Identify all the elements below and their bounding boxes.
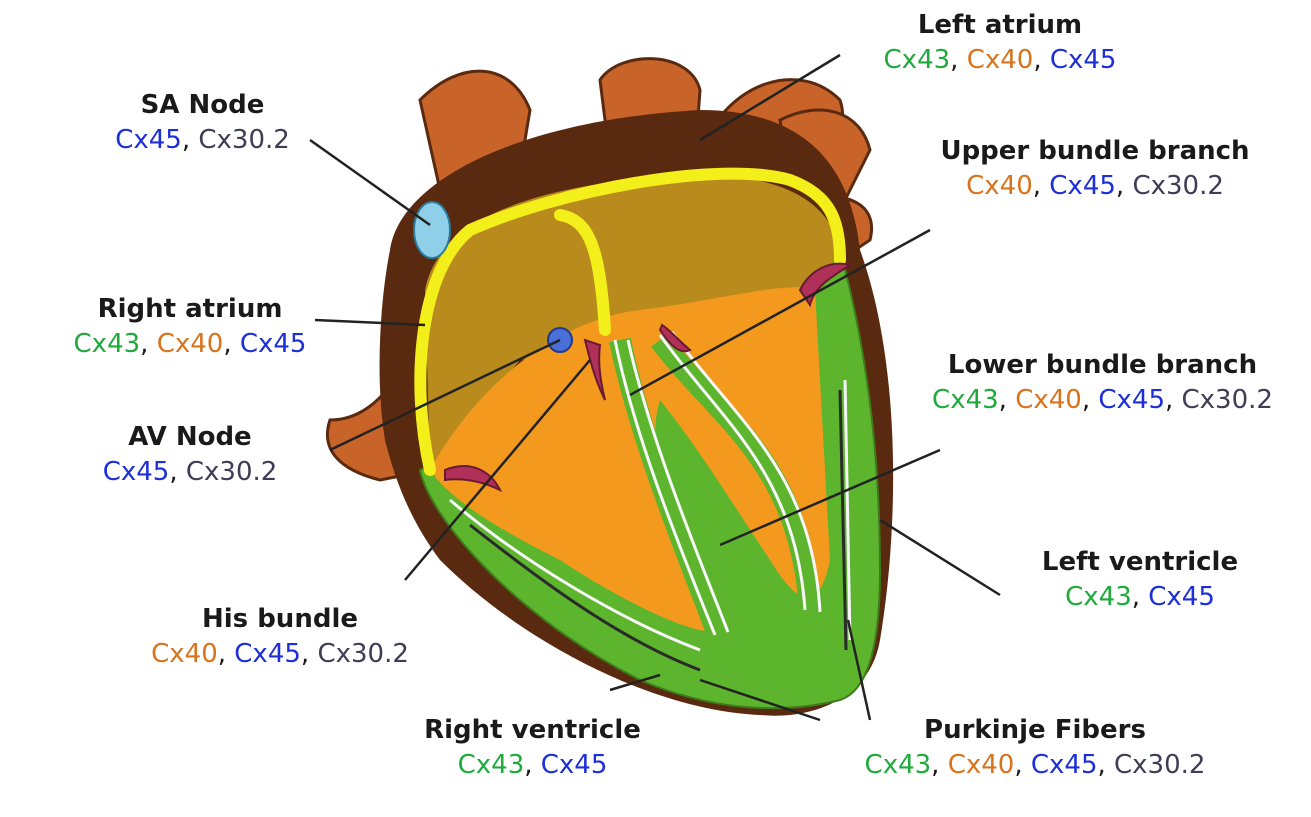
- separator: ,: [169, 457, 186, 487]
- connexin-cx40: Cx40: [967, 45, 1034, 75]
- connexin-cx45: Cx45: [1098, 385, 1165, 415]
- label-his-bundle: His bundle Cx40, Cx45, Cx30.2: [110, 602, 450, 672]
- connexin-cx43: Cx43: [74, 329, 141, 359]
- label-name: Left ventricle: [1000, 545, 1280, 579]
- label-upper-bundle-branch: Upper bundle branch Cx40, Cx45, Cx30.2: [900, 134, 1290, 204]
- connexin-cx45: Cx45: [1049, 171, 1116, 201]
- connexin-cx45: Cx45: [240, 329, 307, 359]
- separator: ,: [999, 385, 1016, 415]
- label-right-ventricle: Right ventricle Cx43, Cx45: [400, 713, 665, 783]
- separator: ,: [140, 329, 157, 359]
- connexin-cx45: Cx45: [234, 639, 301, 669]
- connexin-list: Cx45, Cx30.2: [70, 454, 310, 490]
- separator: ,: [950, 45, 967, 75]
- connexin-cx40: Cx40: [948, 750, 1015, 780]
- separator: ,: [223, 329, 240, 359]
- separator: ,: [1014, 750, 1031, 780]
- label-left-ventricle: Left ventricle Cx43, Cx45: [1000, 545, 1280, 615]
- separator: ,: [218, 639, 235, 669]
- connexin-cx30-2: Cx30.2: [186, 457, 277, 487]
- separator: ,: [182, 125, 199, 155]
- connexin-cx30-2: Cx30.2: [1114, 750, 1205, 780]
- connexin-cx40: Cx40: [966, 171, 1033, 201]
- connexin-cx45: Cx45: [1148, 582, 1215, 612]
- connexin-list: Cx43, Cx40, Cx45: [40, 326, 340, 362]
- connexin-cx40: Cx40: [157, 329, 224, 359]
- connexin-cx40: Cx40: [1015, 385, 1082, 415]
- separator: ,: [1097, 750, 1114, 780]
- label-name: Right atrium: [40, 292, 340, 326]
- connexin-cx43: Cx43: [458, 750, 525, 780]
- connexin-cx45: Cx45: [541, 750, 608, 780]
- connexin-cx43: Cx43: [1065, 582, 1132, 612]
- label-name: Purkinje Fibers: [830, 713, 1240, 747]
- label-name: AV Node: [70, 420, 310, 454]
- separator: ,: [931, 750, 948, 780]
- connexin-list: Cx45, Cx30.2: [80, 122, 325, 158]
- label-name: His bundle: [110, 602, 450, 636]
- connexin-cx43: Cx43: [884, 45, 951, 75]
- connexin-cx43: Cx43: [932, 385, 999, 415]
- separator: ,: [1132, 582, 1149, 612]
- label-av-node: AV Node Cx45, Cx30.2: [70, 420, 310, 490]
- connexin-cx45: Cx45: [1050, 45, 1117, 75]
- connexin-cx30-2: Cx30.2: [198, 125, 289, 155]
- connexin-list: Cx40, Cx45, Cx30.2: [110, 636, 450, 672]
- separator: ,: [301, 639, 318, 669]
- label-left-atrium: Left atrium Cx43, Cx40, Cx45: [840, 8, 1160, 78]
- connexin-cx45: Cx45: [1031, 750, 1098, 780]
- label-right-atrium: Right atrium Cx43, Cx40, Cx45: [40, 292, 340, 362]
- separator: ,: [1033, 45, 1050, 75]
- connexin-cx30-2: Cx30.2: [1182, 385, 1273, 415]
- connexin-cx30-2: Cx30.2: [317, 639, 408, 669]
- label-name: Right ventricle: [400, 713, 665, 747]
- label-purkinje-fibers: Purkinje Fibers Cx43, Cx40, Cx45, Cx30.2: [830, 713, 1240, 783]
- connexin-list: Cx43, Cx40, Cx45, Cx30.2: [905, 382, 1300, 418]
- separator: ,: [1082, 385, 1099, 415]
- separator: ,: [1165, 385, 1182, 415]
- sa-node-shape: [414, 202, 450, 258]
- connexin-list: Cx43, Cx45: [400, 747, 665, 783]
- separator: ,: [524, 750, 541, 780]
- label-name: Lower bundle branch: [905, 348, 1300, 382]
- connexin-cx45: Cx45: [103, 457, 170, 487]
- connexin-list: Cx43, Cx40, Cx45, Cx30.2: [830, 747, 1240, 783]
- label-sa-node: SA Node Cx45, Cx30.2: [80, 88, 325, 158]
- separator: ,: [1033, 171, 1050, 201]
- label-name: Upper bundle branch: [900, 134, 1290, 168]
- connexin-cx45: Cx45: [115, 125, 182, 155]
- label-name: SA Node: [80, 88, 325, 122]
- connexin-list: Cx43, Cx40, Cx45: [840, 42, 1160, 78]
- label-lower-bundle-branch: Lower bundle branch Cx43, Cx40, Cx45, Cx…: [905, 348, 1300, 418]
- label-name: Left atrium: [840, 8, 1160, 42]
- connexin-cx30-2: Cx30.2: [1132, 171, 1223, 201]
- separator: ,: [1116, 171, 1133, 201]
- connexin-list: Cx40, Cx45, Cx30.2: [900, 168, 1290, 204]
- connexin-cx43: Cx43: [865, 750, 932, 780]
- connexin-cx40: Cx40: [151, 639, 218, 669]
- connexin-list: Cx43, Cx45: [1000, 579, 1280, 615]
